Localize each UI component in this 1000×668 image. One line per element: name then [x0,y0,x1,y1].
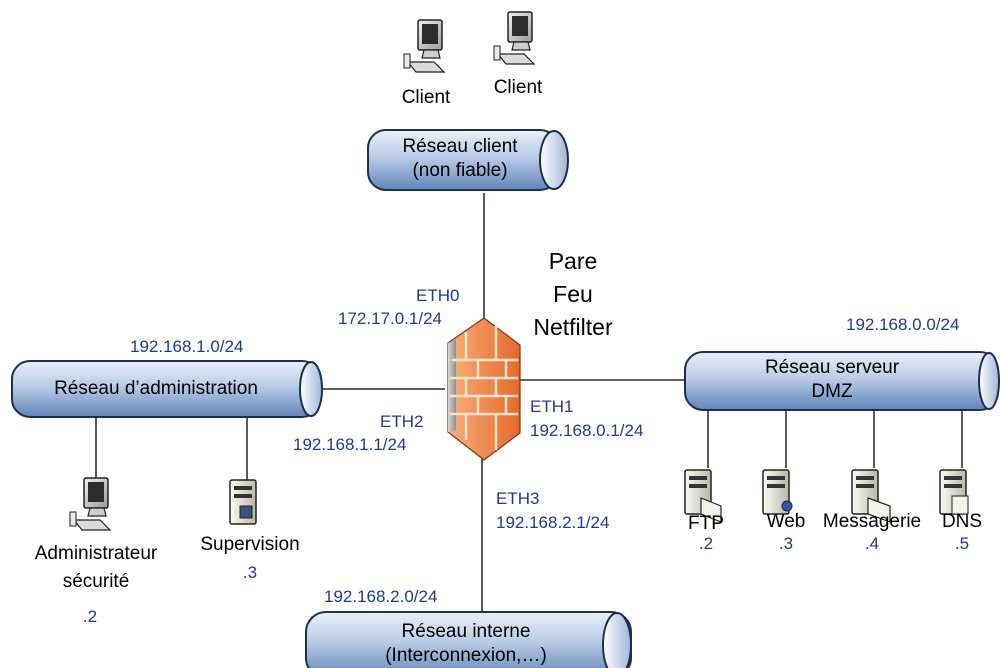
tube-internal [305,611,632,668]
client-network-line1: Réseau client [402,136,518,157]
admin-pc-icon [69,477,112,531]
web-server-icon [762,469,793,515]
dns-ip: .5 [954,534,970,553]
eth1-name: ETH1 [530,397,574,416]
admin-host-label-line2: sécurité [62,571,130,592]
ftp-server-icon [684,469,722,523]
ftp-ip: .2 [698,534,714,553]
admin-network-line1: Réseau d’administration [54,378,258,399]
eth1-ip: 192.168.0.1/24 [530,421,644,440]
internal-network-line2: (Interconnexion,…) [385,645,547,666]
internal-network-line1: Réseau interne [401,621,531,642]
dns-label: DNS [941,511,983,532]
internal-network-label: Réseau interne (Interconnexion,…) [385,620,547,668]
eth2-name: ETH2 [380,412,424,431]
eth0-name: ETH0 [416,286,460,305]
eth0-ip: 172.17.0.1/24 [338,309,442,328]
admin-host-ip: .2 [82,607,98,626]
dmz-network-line2: DMZ [811,381,853,402]
supervision-ip: .3 [242,563,258,582]
client-network-label: Réseau client (non fiable) [402,135,517,183]
supervision-server-icon [229,479,257,525]
dmz-network-line1: Réseau serveur [764,357,900,378]
tube-client [367,129,569,191]
dmz-network-label: Réseau serveur DMZ [765,356,899,404]
tube-admin [11,360,323,418]
client-network-line2: (non fiable) [412,160,508,181]
dmz-subnet: 192.168.0.0/24 [846,315,960,334]
web-label: Web [766,511,806,532]
mail-server-icon [851,469,891,523]
web-ip: .3 [778,534,794,553]
dns-server-icon [939,469,969,515]
firewall-label-line1: Pare [548,248,598,274]
supervision-label: Supervision [200,534,300,555]
internal-subnet: 192.168.2.0/24 [324,587,438,606]
mail-label: Messagerie [822,511,922,532]
mail-ip: .4 [864,534,880,553]
firewall-icon [447,317,521,461]
ftp-label: FTP [688,513,724,534]
admin-subnet: 192.168.1.0/24 [130,337,244,356]
eth3-name: ETH3 [496,489,540,508]
firewall-label: Pare Feu Netfilter [533,245,612,344]
client-label-2: Client [493,77,543,98]
admin-host-label-line1: Administrateur [34,543,158,564]
client-label-1: Client [401,87,451,108]
client-pc-icon-1 [403,19,446,73]
tube-dmz [684,351,1000,411]
client-pc-icon-2 [493,11,536,65]
firewall-label-line2: Feu [553,281,593,307]
eth2-ip: 192.168.1.1/24 [293,435,407,454]
firewall-label-line3: Netfilter [533,314,613,340]
eth3-ip: 192.168.2.1/24 [496,513,610,532]
admin-network-label: Réseau d’administration [54,377,258,401]
